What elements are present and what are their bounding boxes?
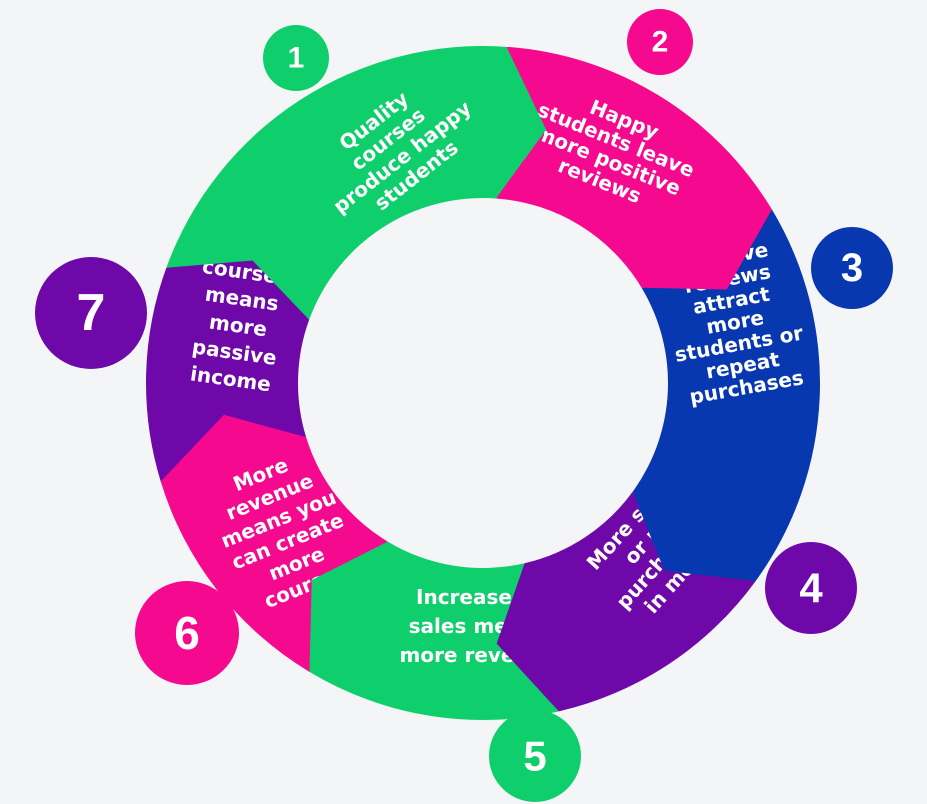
step-7-segment: Morecoursesmeansmorepassiveincome <box>146 229 310 482</box>
step-4-arrow-shape <box>496 491 756 712</box>
step-7-number: 7 <box>77 284 106 342</box>
step-3-segment: Positivereviewsattractmorestudents orrep… <box>632 209 821 582</box>
step-7-badge-circle <box>35 257 147 369</box>
step-1-arrow-shape <box>166 46 547 320</box>
step-6-badge: 6 <box>135 581 239 685</box>
step-7-badge: 7 <box>35 257 147 369</box>
step-5-number: 5 <box>523 733 546 780</box>
segments-layer: MorecoursesmeansmorepassiveincomeMorerev… <box>146 46 821 720</box>
step-3-number: 3 <box>841 246 863 290</box>
step-2-arrow-shape <box>495 46 772 290</box>
step-4-badge-circle <box>765 542 857 634</box>
step-5-badge: 5 <box>489 710 581 802</box>
step-6-arrow-shape <box>160 414 388 672</box>
step-4-number: 4 <box>799 565 823 612</box>
step-3-arrow-shape <box>632 209 821 582</box>
step-2-segment: Happystudents leavemore positivereviews <box>495 46 772 290</box>
step-2-number: 2 <box>652 26 669 59</box>
step-2-badge: 2 <box>627 9 693 75</box>
step-4-badge: 4 <box>765 542 857 634</box>
step-6-number: 6 <box>174 607 200 659</box>
step-1-segment: Qualitycoursesproduce happystudents <box>166 46 547 320</box>
step-7-arrow-shape <box>146 252 310 482</box>
step-1-number: 1 <box>288 42 305 75</box>
badges-layer: 1 2 3 4 5 6 7 <box>35 9 893 802</box>
step-6-badge-circle <box>135 581 239 685</box>
step-1-badge: 1 <box>263 25 329 91</box>
step-5-badge-circle <box>489 710 581 802</box>
step-1-badge-circle <box>263 25 329 91</box>
step-3-badge-circle <box>811 227 893 309</box>
step-3-badge: 3 <box>811 227 893 309</box>
step-2-badge-circle <box>627 9 693 75</box>
step-5-arrow-shape <box>309 541 559 720</box>
